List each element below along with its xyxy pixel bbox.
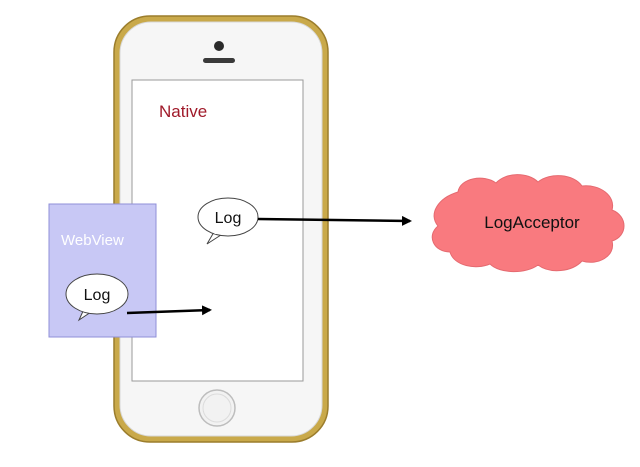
home-button-ring [202, 393, 232, 423]
home-button-icon [198, 389, 236, 427]
native-log-label: Log [215, 210, 242, 227]
native-label: Native [159, 102, 207, 121]
webview-label: WebView [61, 232, 124, 249]
arrow-webview-to-native [126, 305, 212, 316]
arrow-native-to-acceptor [257, 215, 412, 226]
native-log-bubble-body [197, 197, 259, 237]
webview-panel: WebView [48, 203, 157, 338]
webview-log-bubble-body [65, 273, 129, 315]
front-camera-icon [214, 41, 224, 51]
native-log-bubble: Log [197, 197, 259, 245]
cloud-shape [431, 174, 625, 273]
webview-box [48, 203, 157, 338]
log-acceptor-label: LogAcceptor [484, 213, 580, 232]
speaker-grille [203, 58, 235, 63]
log-acceptor-cloud: LogAcceptor [431, 174, 625, 273]
webview-log-label: Log [84, 287, 111, 304]
webview-log-bubble: Log [65, 273, 129, 322]
